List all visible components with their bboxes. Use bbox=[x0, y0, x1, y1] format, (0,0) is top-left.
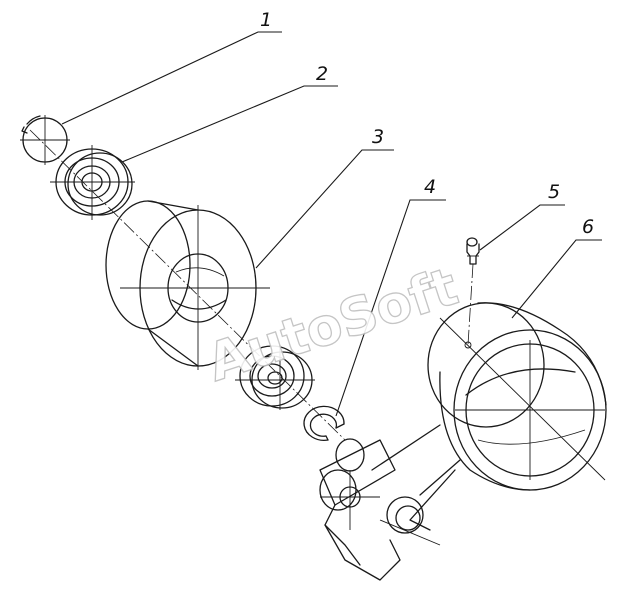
callout-1: 1 bbox=[260, 9, 272, 31]
leader-lines bbox=[61, 31, 602, 417]
callout-4: 4 bbox=[424, 176, 436, 198]
part-4-snap-ring bbox=[303, 405, 345, 441]
part-3-inner-roller bbox=[235, 345, 315, 410]
part-6-knuckle-arm bbox=[319, 302, 607, 581]
callout-5: 5 bbox=[548, 181, 560, 203]
part-3-hub-housing bbox=[105, 200, 270, 370]
part-2-outer-bearing bbox=[50, 145, 135, 220]
callout-3: 3 bbox=[372, 126, 384, 148]
watermark: AutoSoft bbox=[200, 257, 464, 394]
part-5-grease-fitting bbox=[466, 237, 480, 346]
callout-6: 6 bbox=[582, 216, 594, 238]
part-1-retaining-ring bbox=[20, 115, 70, 165]
callout-2: 2 bbox=[316, 63, 328, 85]
